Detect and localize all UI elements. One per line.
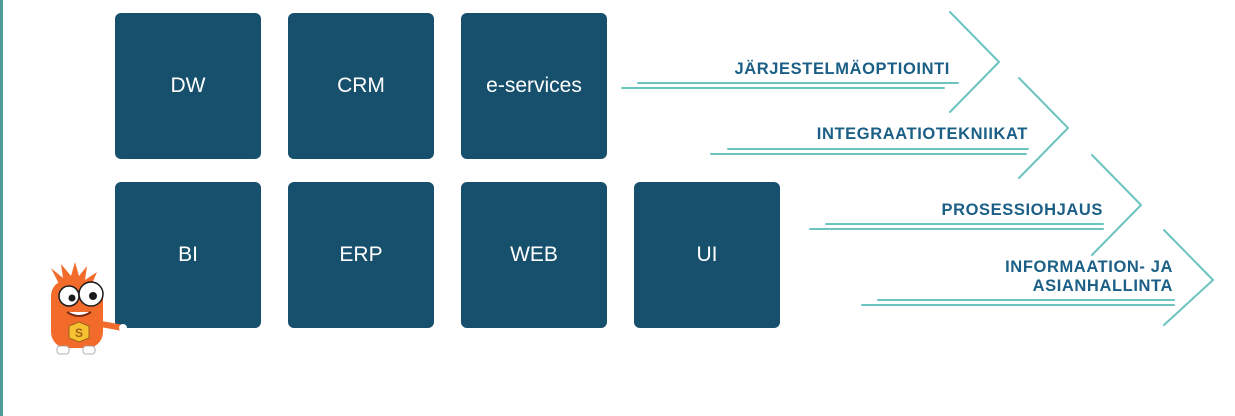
arrow-4-chevron-icon — [1163, 229, 1214, 326]
tile-bi: BI — [115, 182, 261, 328]
tile-crm: CRM — [288, 13, 434, 159]
arrow-label-2: INTEGRAATIOTEKNIIKAT — [816, 125, 1028, 143]
arrow-label-1: JÄRJESTELMÄOPTIOINTI — [734, 60, 950, 78]
tile-ui: UI — [634, 182, 780, 328]
arrow-1-chevron-icon — [949, 11, 1000, 113]
tile-dw: DW — [115, 13, 261, 159]
tile-erp: ERP — [288, 182, 434, 328]
arrow-label-4: INFORMAATION- JA ASIANHALLINTA — [1005, 258, 1173, 296]
left-border-line — [0, 0, 3, 416]
arrow-2-chevron-icon — [1018, 77, 1069, 179]
arrow-label-4-line1: INFORMAATION- JA — [1005, 258, 1173, 276]
tile-e-services: e-services — [461, 13, 607, 159]
orange-monster-mascot-icon: S — [51, 262, 127, 355]
arrow-label-4-line2: ASIANHALLINTA — [1032, 277, 1173, 295]
arrow-3-chevron-icon — [1091, 154, 1142, 256]
svg-text:S: S — [75, 326, 83, 340]
tile-web: WEB — [461, 182, 607, 328]
arrow-label-3: PROSESSIOHJAUS — [941, 201, 1103, 219]
